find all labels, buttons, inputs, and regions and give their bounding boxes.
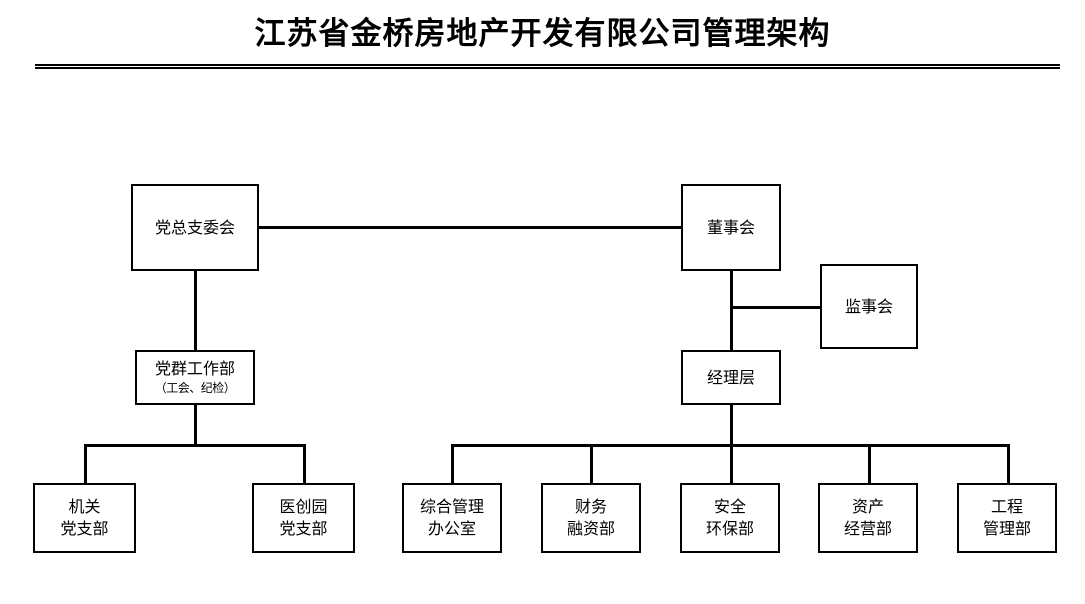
edge-board-to-management xyxy=(730,270,733,351)
edge-partywork-stem xyxy=(194,404,197,447)
node-finance-dept[interactable]: 财务 融资部 xyxy=(541,483,641,553)
node-label-line2: 党支部 xyxy=(60,519,109,538)
edge-board-to-supervisors xyxy=(730,306,821,309)
node-board-supervisors[interactable]: 监事会 xyxy=(820,264,918,349)
node-asset-dept[interactable]: 资产 经营部 xyxy=(818,483,918,553)
edge-bus-to-safety xyxy=(730,444,733,483)
bus-left-branch xyxy=(84,444,306,447)
edge-management-stem xyxy=(730,404,733,447)
node-label-line1: 机关 xyxy=(68,497,101,516)
node-label-line2: 经营部 xyxy=(843,519,892,538)
node-label-line1: 监事会 xyxy=(844,296,893,316)
node-safety-dept[interactable]: 安全 环保部 xyxy=(680,483,780,553)
node-general-admin[interactable]: 综合管理 办公室 xyxy=(402,483,502,553)
node-label-line1: 党总支委会 xyxy=(154,217,235,237)
node-label-line1: 工程 xyxy=(990,497,1023,516)
page-title: 江苏省金桥房地产开发有限公司管理架构 xyxy=(254,16,831,52)
edge-bus-to-engineering xyxy=(1007,444,1010,483)
node-label-line2: （工会、纪检） xyxy=(154,381,236,395)
edge-bus-to-organ-branch xyxy=(84,444,87,483)
node-board-directors[interactable]: 董事会 xyxy=(681,184,781,271)
node-organ-branch[interactable]: 机关 党支部 xyxy=(33,483,136,553)
node-label-line1: 医创园 xyxy=(279,497,328,516)
node-label-line1: 资产 xyxy=(851,497,884,516)
node-label-line1: 党群工作部 xyxy=(154,359,235,378)
edge-party-to-board xyxy=(258,226,681,229)
edge-bus-to-yichuangyuan-branch xyxy=(303,444,306,483)
node-label-line2: 环保部 xyxy=(705,519,754,538)
edge-bus-to-general-admin xyxy=(451,444,454,483)
node-party-committee[interactable]: 党总支委会 xyxy=(131,184,259,271)
node-label-line2: 党支部 xyxy=(279,519,328,538)
node-label-line1: 财务 xyxy=(574,497,607,516)
node-party-work-dept[interactable]: 党群工作部 （工会、纪检） xyxy=(135,350,255,405)
node-engineering-dept[interactable]: 工程 管理部 xyxy=(957,483,1057,553)
node-label-line1: 董事会 xyxy=(706,217,755,237)
node-label-line1: 综合管理 xyxy=(419,497,484,516)
title-divider-rule xyxy=(35,64,1060,69)
edge-bus-to-finance xyxy=(590,444,593,483)
node-management-layer[interactable]: 经理层 xyxy=(681,350,781,405)
node-label-line1: 安全 xyxy=(713,497,746,516)
node-label-line2: 办公室 xyxy=(427,519,476,538)
node-label-line1: 经理层 xyxy=(706,367,755,387)
node-label-line2: 管理部 xyxy=(982,519,1031,538)
edge-bus-to-asset xyxy=(868,444,871,483)
node-label-line2: 融资部 xyxy=(566,519,615,538)
edge-party-to-partywork xyxy=(194,270,197,351)
node-yichuangyuan-branch[interactable]: 医创园 党支部 xyxy=(252,483,355,553)
